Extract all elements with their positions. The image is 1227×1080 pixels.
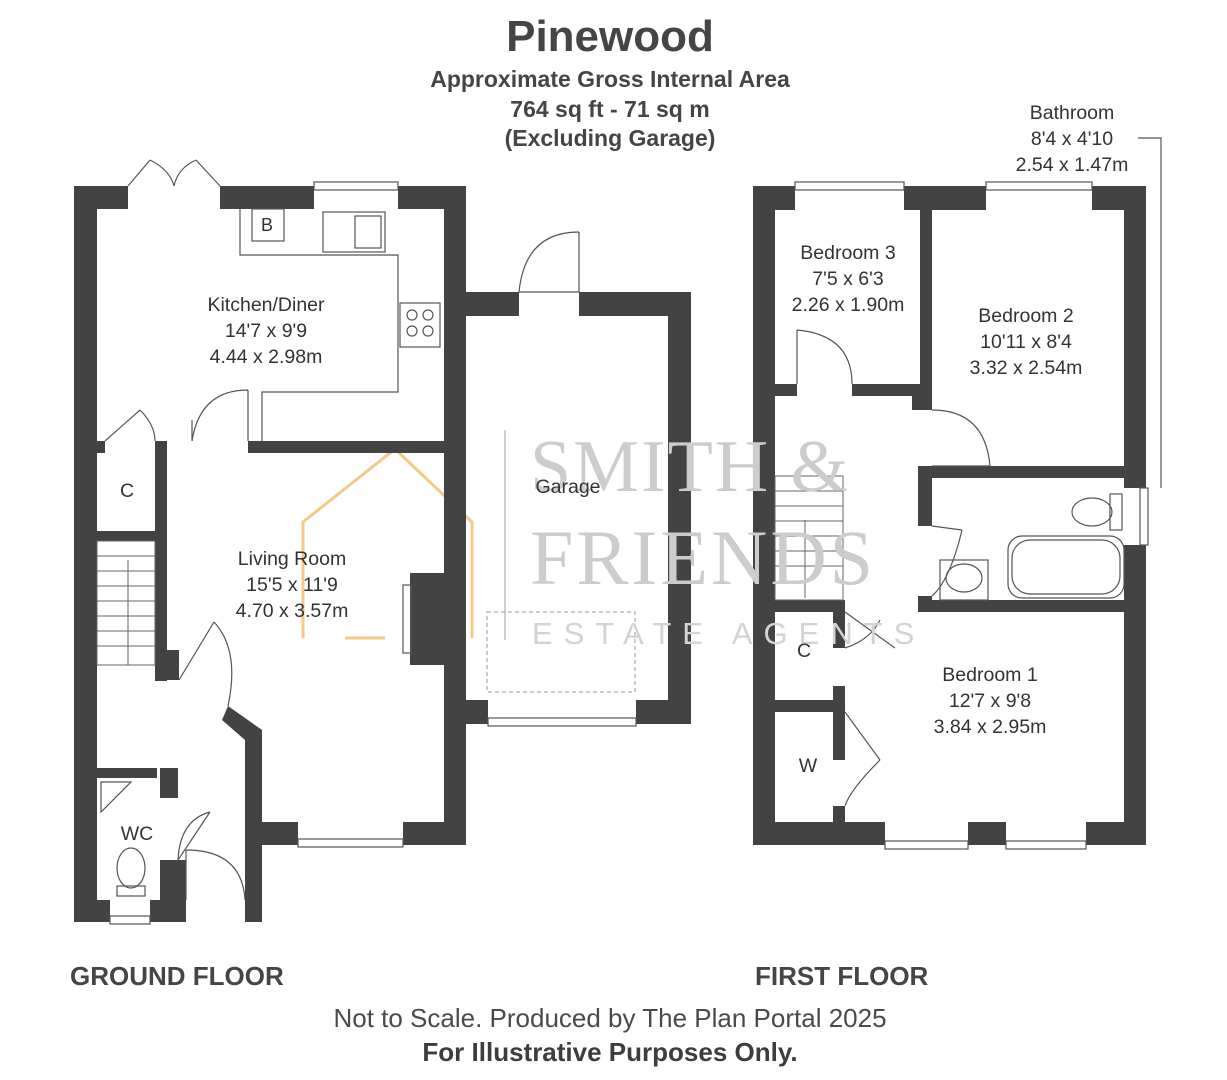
ground-floor-fixtures xyxy=(96,208,636,897)
room-name: Bathroom xyxy=(1029,102,1115,124)
room-wc: WC xyxy=(121,821,154,847)
area-heading: Approximate Gross Internal Area xyxy=(430,66,790,92)
ground-floor-doors xyxy=(104,159,580,901)
room-garage: Garage xyxy=(535,474,600,500)
room-living-room: Living Room 15'5 x 11'9 4.70 x 3.57m xyxy=(236,546,349,624)
room-metric: 4.70 x 3.57m xyxy=(235,600,349,622)
room-cupboard-ground: C xyxy=(120,478,134,504)
room-name: Living Room xyxy=(237,548,347,570)
footer-note: For Illustrative Purposes Only. xyxy=(422,1037,798,1067)
room-imperial: 12'7 x 9'8 xyxy=(948,690,1032,712)
room-name: Bedroom 1 xyxy=(942,664,1038,686)
footer-disclaimer: Not to Scale. Produced by The Plan Porta… xyxy=(333,1003,887,1033)
room-imperial: 10'11 x 8'4 xyxy=(980,331,1072,353)
room-bathroom: Bathroom 8'4 x 4'10 2.54 x 1.47m xyxy=(1016,100,1129,178)
room-bedroom-3: Bedroom 3 7'5 x 6'3 2.26 x 1.90m xyxy=(792,240,905,318)
room-name: C xyxy=(796,640,812,662)
first-floor-fixtures xyxy=(774,329,1125,807)
room-bedroom-2: Bedroom 2 10'11 x 8'4 3.32 x 2.54m xyxy=(970,303,1083,381)
room-name: Bedroom 2 xyxy=(978,305,1074,327)
first-floor-windows xyxy=(794,137,1162,850)
room-name: B xyxy=(260,215,274,235)
page-title: Pinewood xyxy=(506,12,714,61)
room-metric: 2.54 x 1.47m xyxy=(1015,154,1129,176)
watermark-line3: ESTATE AGENTS xyxy=(532,616,926,651)
watermark-line1: SMITH & xyxy=(530,426,851,508)
room-metric: 4.44 x 2.98m xyxy=(209,346,323,368)
room-name: W xyxy=(798,755,818,777)
room-name: C xyxy=(119,480,135,502)
room-wardrobe: W xyxy=(799,753,817,779)
room-kitchen-diner: Kitchen/Diner 14'7 x 9'9 4.44 x 2.98m xyxy=(207,292,324,370)
room-name: WC xyxy=(120,823,154,845)
area-note: (Excluding Garage) xyxy=(504,125,716,151)
boiler-label: B xyxy=(261,212,273,238)
room-name: Bedroom 3 xyxy=(800,242,896,264)
area-value: 764 sq ft - 71 sq m xyxy=(510,96,710,122)
watermark-line2: FRIENDS xyxy=(530,514,877,601)
ground-floor-windows xyxy=(109,181,637,925)
room-imperial: 8'4 x 4'10 xyxy=(1030,128,1114,150)
room-metric: 2.26 x 1.90m xyxy=(791,294,905,316)
room-imperial: 7'5 x 6'3 xyxy=(812,268,884,290)
room-cupboard-first: C xyxy=(797,638,811,664)
first-floor-walls xyxy=(753,186,1146,845)
room-bedroom-1: Bedroom 1 12'7 x 9'8 3.84 x 2.95m xyxy=(934,662,1047,740)
room-imperial: 14'7 x 9'9 xyxy=(224,320,308,342)
room-imperial: 15'5 x 11'9 xyxy=(246,574,338,596)
first-floor-label: FIRST FLOOR xyxy=(755,961,929,991)
room-metric: 3.84 x 2.95m xyxy=(933,716,1047,738)
room-name: Garage xyxy=(535,476,601,498)
room-metric: 3.32 x 2.54m xyxy=(969,357,1083,379)
ground-floor-walls xyxy=(74,186,691,922)
ground-floor-label: GROUND FLOOR xyxy=(70,961,284,991)
room-name: Kitchen/Diner xyxy=(207,294,325,316)
